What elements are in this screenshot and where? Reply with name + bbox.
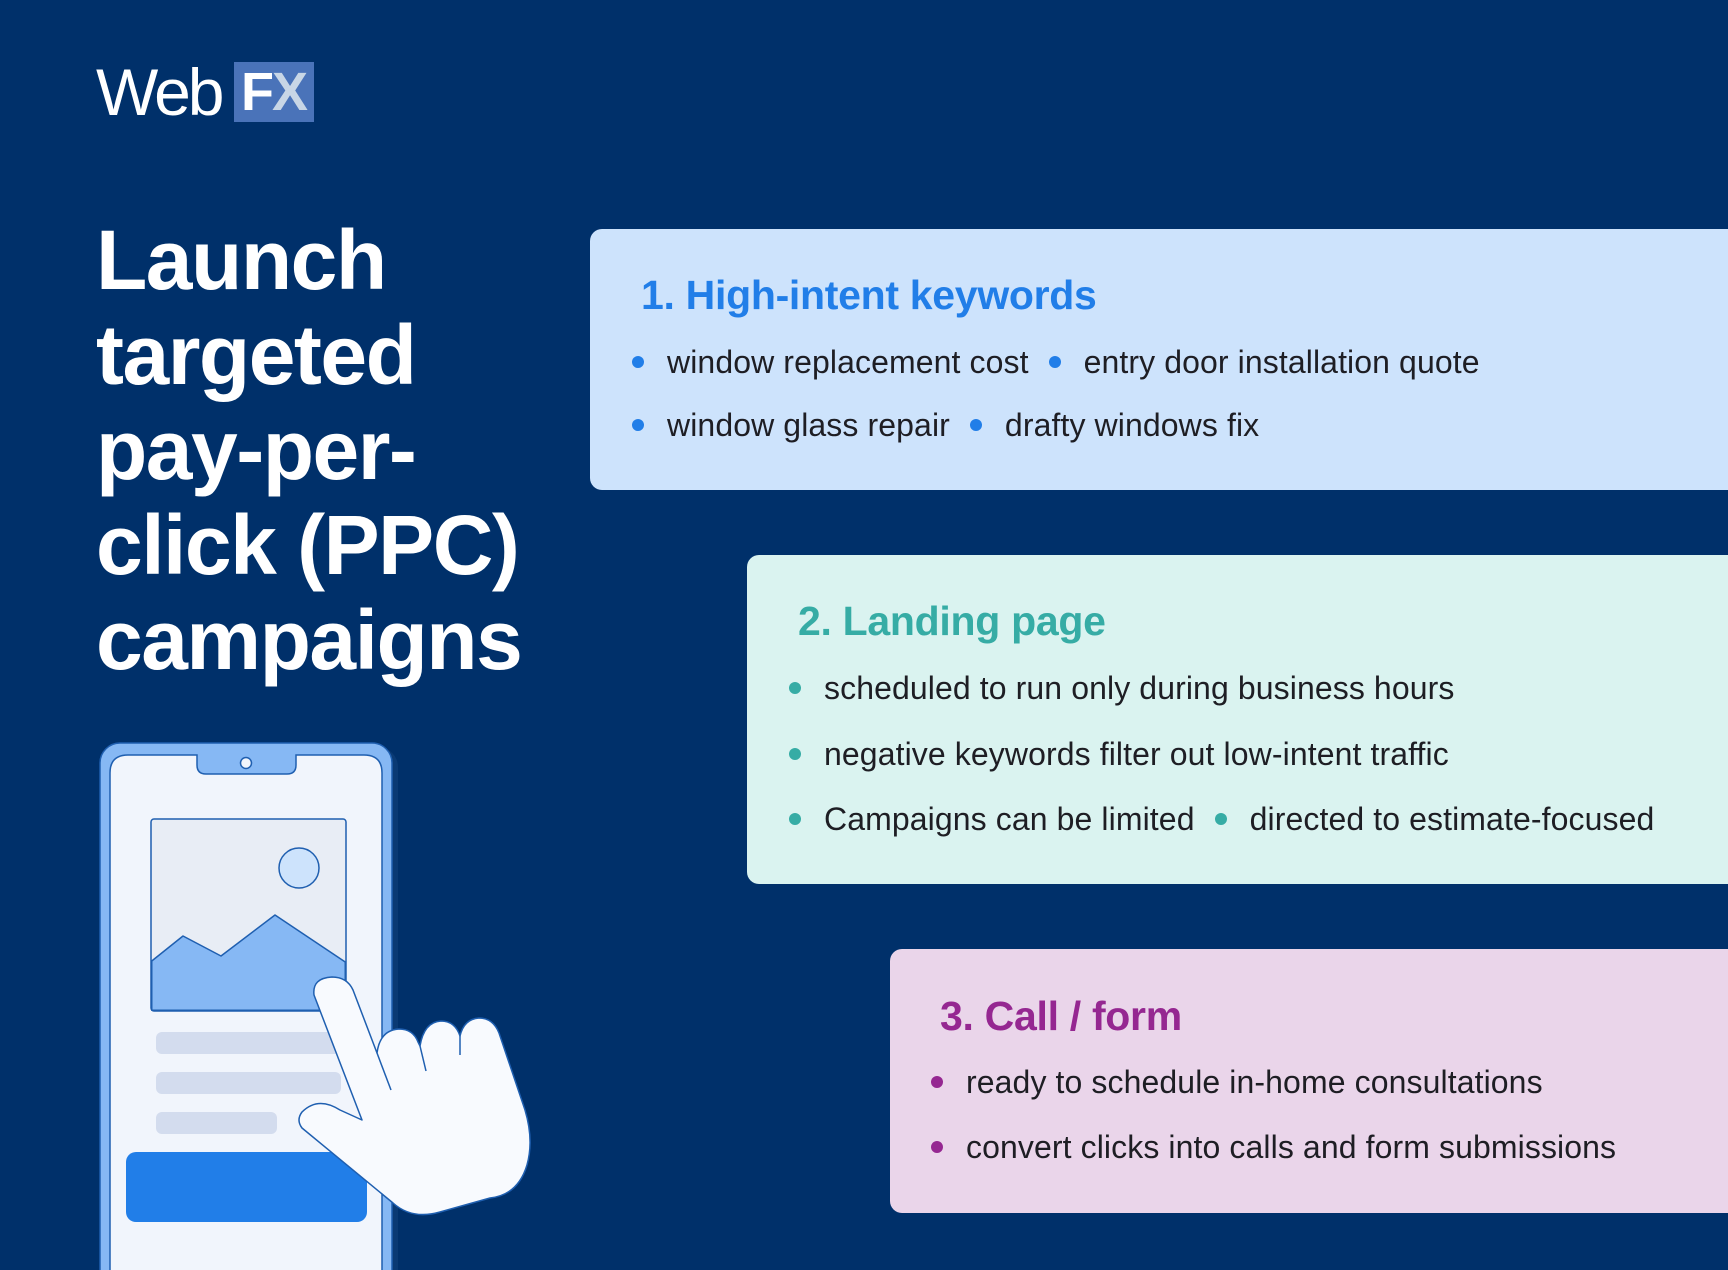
bullet-dot-icon [789,813,801,825]
bullet-dot-icon [1048,356,1061,368]
list-item: ready to schedule in-home consultations [931,1062,1543,1102]
bullet-dot-icon [789,748,801,760]
card-title: 2. Landing page [798,598,1106,644]
smartphone-icon [99,742,398,1270]
bullet-dot-icon [969,419,982,431]
card-landing-page: 2. Landing page scheduled to run only du… [747,555,1728,884]
list-item-text: ready to schedule in-home consultations [966,1064,1543,1100]
bullet-row: scheduled to run only during business ho… [789,668,1454,708]
content-placeholder-lines [156,1032,341,1134]
call-to-action-button [126,1152,367,1222]
list-item-text: convert clicks into calls and form submi… [966,1129,1617,1165]
bullet-dot-icon [931,1076,943,1088]
title-line: targeted [96,308,417,402]
logo-letter-x: X [272,62,308,122]
pointing-hand-icon [298,976,531,1216]
list-item: negative keywords filter out low-intent … [789,734,1449,774]
list-item: entry door installation quote [1048,342,1480,382]
bullet-row: negative keywords filter out low-intent … [789,734,1449,774]
bullet-dot-icon [632,356,644,368]
list-item-text: entry door installation quote [1083,344,1480,380]
bullet-row: convert clicks into calls and form submi… [931,1127,1616,1167]
logo-letter-f: F [241,62,274,122]
list-item: convert clicks into calls and form submi… [931,1127,1616,1167]
list-item-text: drafty windows fix [1004,407,1260,443]
list-item-text: negative keywords filter out low-intent … [824,736,1449,772]
bullet-row: Campaigns can be limited directed to est… [789,799,1654,839]
list-item-text: window replacement cost [667,344,1029,380]
bullet-row: ready to schedule in-home consultations [931,1062,1543,1102]
list-item: window replacement cost [632,342,1029,382]
list-item-text: directed to estimate-focused [1249,801,1655,837]
list-item-text: Campaigns can be limited [824,801,1195,837]
image-placeholder-icon [150,818,347,1012]
title-line: campaigns [96,593,523,687]
logo-wordmark-web: Web [96,55,225,129]
list-item: window glass repair [632,405,950,445]
card-title: 1. High-intent keywords [641,272,1097,318]
title-line: click (PPC) [96,498,520,592]
card-call-form: 3. Call / form ready to schedule in-home… [890,949,1728,1213]
list-item: drafty windows fix [969,405,1260,445]
title-line: Launch [96,213,387,307]
bullet-row: window replacement cost entry door insta… [632,342,1480,382]
list-item-text: window glass repair [667,407,950,443]
bullet-dot-icon [789,682,801,694]
card-title: 3. Call / form [940,993,1182,1039]
card-high-intent-keywords: 1. High-intent keywords window replaceme… [590,229,1728,490]
bullet-dot-icon [931,1141,943,1153]
bullet-dot-icon [632,419,644,431]
list-item: directed to estimate-focused [1214,799,1655,839]
bullet-row: window glass repair drafty windows fix [632,405,1259,445]
list-item: scheduled to run only during business ho… [789,668,1454,708]
title-line: pay-per- [96,403,417,497]
list-item-text: scheduled to run only during business ho… [824,670,1455,706]
page-title: Launch targeted pay-per- click (PPC) cam… [96,213,596,688]
list-item: Campaigns can be limited [789,799,1195,839]
bullet-dot-icon [1214,813,1227,825]
